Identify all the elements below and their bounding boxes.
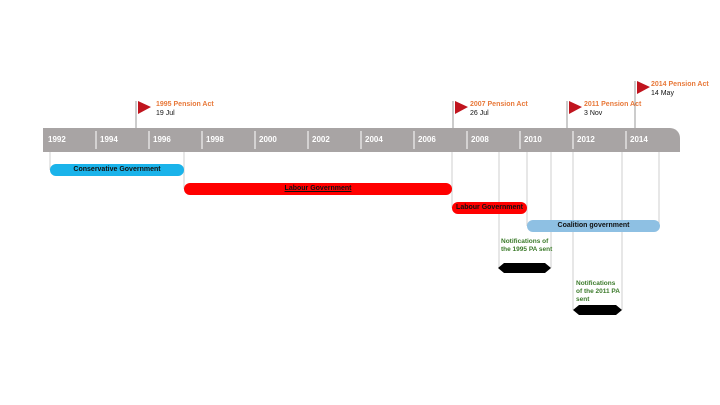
flag-1995-date: 19 Jul: [156, 110, 175, 117]
labour-government-bar-2: Labour Government: [452, 202, 527, 214]
labour-government-bar-1: Labour Government: [184, 183, 452, 195]
tick-label: 1992: [48, 135, 66, 144]
flag-2014-icon: [637, 81, 650, 94]
notification-2011-note: Notifications of the 2011 PA sent: [576, 280, 620, 303]
flag-1995-title: 1995 Pension Act: [156, 101, 214, 108]
tick-label: 2012: [577, 135, 595, 144]
tick-label: 2010: [524, 135, 542, 144]
tick-label: 2002: [312, 135, 330, 144]
flag-2007-title: 2007 Pension Act: [470, 101, 528, 108]
tick-label: 2008: [471, 135, 489, 144]
flag-2007-date: 26 Jul: [470, 110, 489, 117]
double-arrow-icon: [498, 263, 551, 273]
flag-1995-icon: [138, 101, 151, 114]
conservative-government-bar: Conservative Government: [50, 164, 184, 176]
flag-2011-icon: [569, 101, 582, 114]
tick-label: 2000: [259, 135, 277, 144]
tick-label: 1998: [206, 135, 224, 144]
flag-2014-date: 14 May: [651, 90, 674, 97]
flag-2011-title: 2011 Pension Act: [584, 101, 642, 108]
tick-label: 1996: [153, 135, 171, 144]
notification-1995-note: Notifications of the 1995 PA sent: [501, 238, 553, 253]
tick-label: 1994: [100, 135, 118, 144]
flag-2011-date: 3 Nov: [584, 110, 603, 117]
flag-2007-icon: [455, 101, 468, 114]
coalition-government-bar: Coalition government: [527, 220, 660, 232]
tick-label: 2006: [418, 135, 436, 144]
tick-label: 2014: [630, 135, 648, 144]
tick-label: 2004: [365, 135, 383, 144]
flag-2014-title: 2014 Pension Act: [651, 81, 709, 88]
double-arrow-icon: [573, 305, 622, 315]
